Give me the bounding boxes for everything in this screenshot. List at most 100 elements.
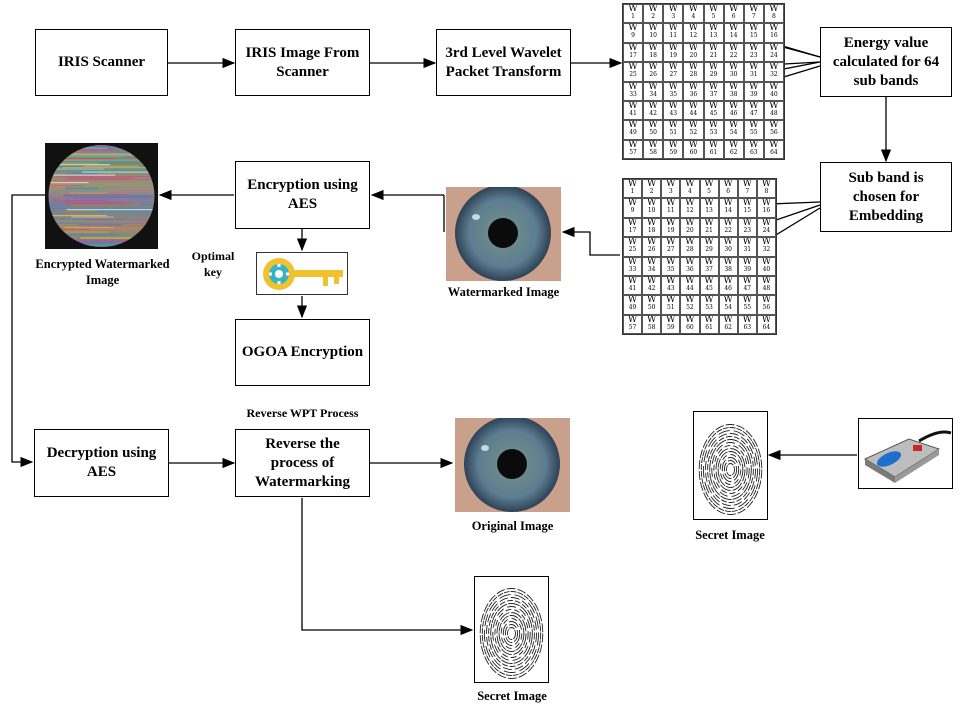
subband-label: Sub band is chosen for Embedding [848, 169, 924, 224]
encrypted-image-caption: Encrypted Watermarked Image [35, 257, 170, 287]
fingerprint-scanner-icon [858, 418, 953, 489]
secret-fingerprint-icon-bottom [474, 576, 549, 683]
arrow-encrypted-to-decryption [11, 194, 45, 468]
key-gear-icon [256, 252, 348, 295]
wpt-label: 3rd Level Wavelet Packet Transform [445, 44, 562, 80]
energy-label: Energy value calculated for 64 sub bands [832, 34, 940, 89]
original-iris-eye-icon [455, 418, 570, 512]
watermarked-image-caption: Watermarked Image [447, 285, 560, 299]
ogoa-label: OGOA Encryption [241, 344, 364, 360]
encrypted-watermarked-image [45, 143, 158, 249]
iris-scanner-label: IRIS Scanner [57, 54, 146, 70]
arrow-reverse-to-secret [301, 498, 474, 636]
secret-fingerprint-icon-right [693, 411, 768, 520]
iris-image-label: IRIS Image From Scanner [245, 44, 360, 80]
ogoa-box: OGOA Encryption [235, 319, 370, 386]
wpt-box: 3rd Level Wavelet Packet Transform [436, 29, 571, 96]
decryption-label: Decryption using AES [46, 445, 157, 480]
secret-image-caption-right: Secret Image [695, 528, 765, 542]
